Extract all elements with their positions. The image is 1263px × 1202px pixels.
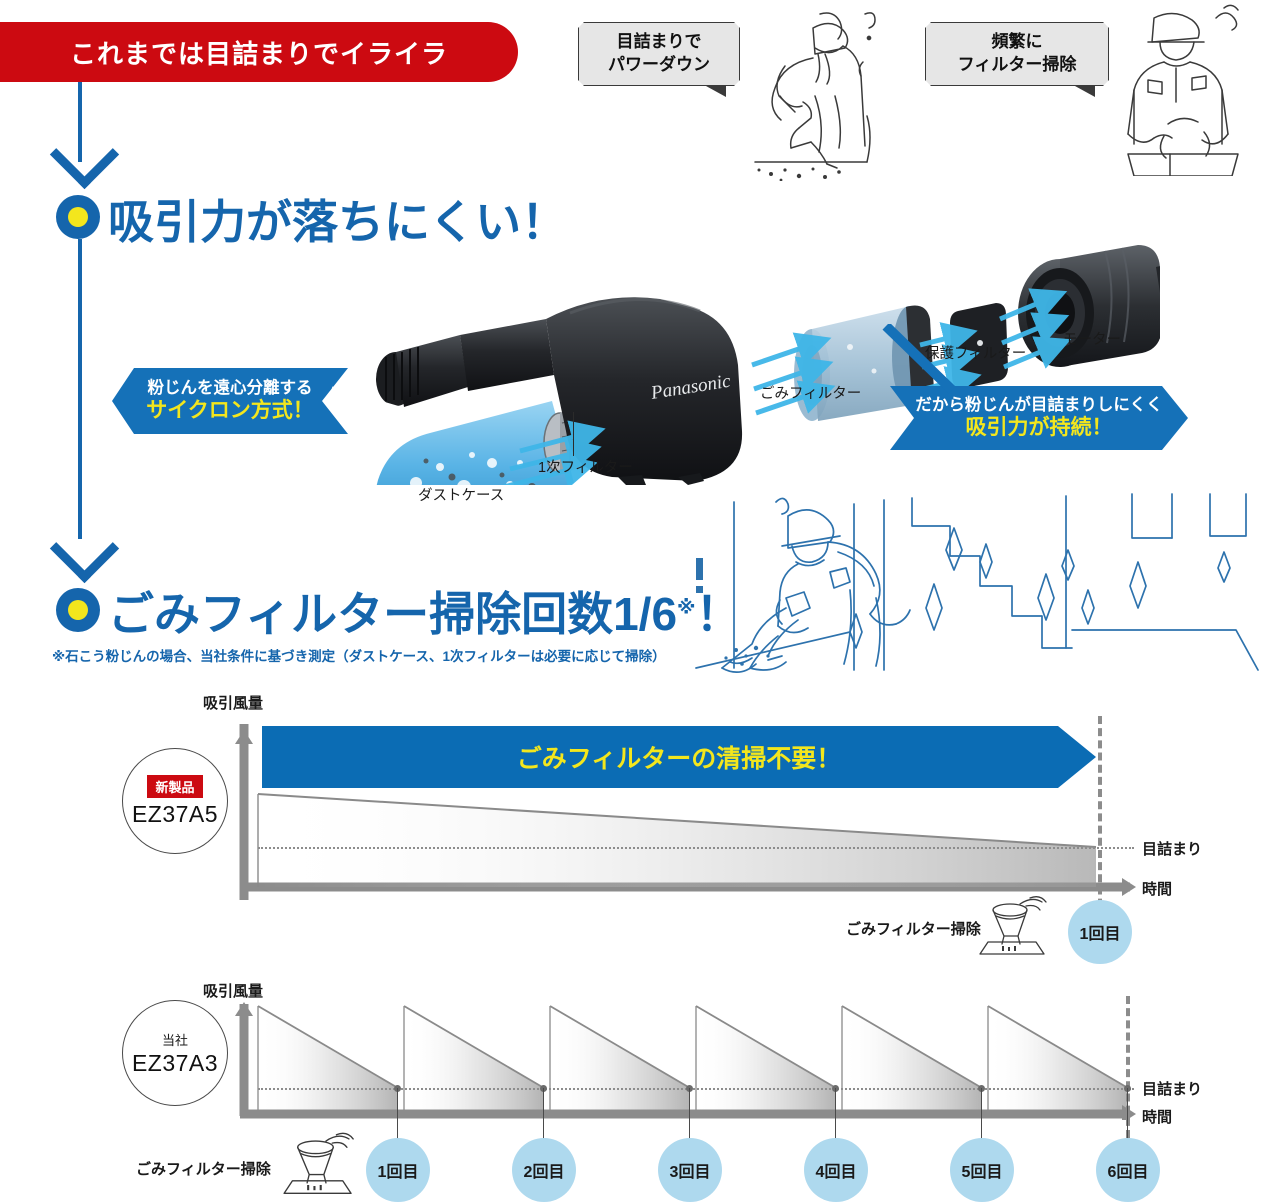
chart-1-banner: ごみフィルターの清掃不要！: [262, 726, 1096, 788]
chart-1-model-circle: 新製品 EZ37A5: [122, 748, 228, 854]
chart-1-xlabel: 時間: [1142, 881, 1173, 898]
filter-cleaning-icon-1: [979, 896, 1047, 955]
problem-bubble-2-line2: フィルター掃除: [957, 55, 1077, 74]
connector-line-2: [78, 239, 82, 539]
chart-2-stem-4: [835, 1088, 837, 1146]
chart-1-event-line: [1098, 716, 1102, 931]
filter-cleaning-icon-2: [283, 1132, 354, 1195]
benefit-heading-2-sup: ※: [677, 597, 696, 619]
chart-2-count-badge-5: 5回目: [950, 1138, 1014, 1202]
chart-1-plot: [257, 793, 1097, 887]
problem-bubble-2-box: 頻繁に フィルター掃除: [925, 22, 1109, 86]
cyclone-callout: 粉じんを遠心分離する サイクロン方式！: [112, 368, 348, 434]
airflow-arrows-icon: [503, 288, 1072, 485]
suction-callout-line2: 吸引力が持続！: [965, 416, 1113, 440]
chart-2-count-badge-6: 6回目: [1096, 1138, 1160, 1202]
suction-callout-line1: だから粉じんが目詰まりしにくく: [915, 395, 1163, 414]
chart-1-clean-caption: ごみフィルター掃除: [846, 921, 981, 938]
chart-1-count-badge-1: 1回目: [1068, 900, 1132, 964]
bullet-ring-icon-2: [56, 588, 100, 632]
chart-2-count-badge-2: 2回目: [512, 1138, 576, 1202]
problem-bubble-1-line2: パワーダウン: [608, 55, 710, 74]
benefit-heading-2-text: ごみフィルター掃除回数1/6: [108, 588, 678, 640]
problem-bubble-2: 頻繁に フィルター掃除: [925, 22, 1109, 97]
chart-2-stem-1: [397, 1088, 399, 1146]
chart-2-stem-3: [689, 1088, 691, 1146]
stairs-cleaning-illustration: [695, 493, 1259, 673]
problem-bubble-1-box: 目詰まりで パワーダウン: [578, 22, 740, 86]
chart-2-xlabel: 時間: [1142, 1109, 1173, 1126]
chart-2-clean-caption: ごみフィルター掃除: [136, 1161, 271, 1178]
chart-1-threshold-line: [258, 847, 1134, 849]
chart-2-count-badge-3: 3回目: [658, 1138, 722, 1202]
part-label-dust-case: ダストケース: [418, 488, 505, 504]
chart-2-count-badge-4: 4回目: [804, 1138, 868, 1202]
benefit-heading-2: ごみフィルター掃除回数1/6※！: [108, 578, 742, 644]
chart-2-threshold-line: [258, 1088, 1134, 1090]
problem-bubble-1-line1: 目詰まりで: [616, 32, 702, 52]
chart-1-model-name: EZ37A5: [131, 800, 219, 827]
problem-banner-text: これまでは目詰まりでイライラ: [69, 38, 448, 69]
connector-line-1: [78, 82, 82, 162]
chart-2-count-badge-1: 1回目: [366, 1138, 430, 1202]
benefit-footnote: ※石こう粉じんの場合、当社条件に基づき測定（ダストケース、1次フィルターは必要に…: [52, 649, 666, 664]
part-label-dust-filter: ごみフィルター: [760, 386, 862, 402]
chart-2-model-name: EZ37A3: [131, 1049, 219, 1076]
worker-vacuuming-icon: [754, 12, 876, 181]
suction-callout: だから粉じんが目詰まりしにくく 吸引力が持続！: [890, 386, 1188, 450]
suction-callout-leader: [882, 324, 956, 394]
chart-1-threshold-label: 目詰まり: [1142, 841, 1203, 858]
benefit-heading-1: 吸引力が落ちにくい！: [108, 196, 568, 248]
cyclone-callout-line1: 粉じんを遠心分離する: [147, 378, 313, 397]
chart-2-stem-6: [1127, 1088, 1129, 1146]
chart-2-stem-2: [543, 1088, 545, 1146]
part-label-motor: モーター: [1063, 332, 1121, 348]
nozzle-part: [376, 319, 554, 407]
chart-1-new-badge: 新製品: [147, 774, 203, 798]
chevron-down-icon-2: [49, 513, 120, 584]
problem-bubble-2-line1: 頻繁に: [991, 32, 1043, 52]
chart-1-ylabel: 吸引風量: [203, 695, 264, 712]
product-exploded-diagram: Panasonic: [376, 245, 1160, 485]
chart-2-company-label: 当社: [161, 1032, 188, 1048]
chart-2-threshold-label: 目詰まり: [1142, 1081, 1203, 1098]
problem-banner: これまでは目詰まりでイライラ: [0, 22, 518, 82]
problem-bubble-2-tail: [1075, 86, 1095, 97]
cyclone-callout-leader: [331, 386, 435, 422]
bullet-ring-icon-1: [56, 195, 100, 239]
part-label-primary-filter: 1次フィルター: [538, 460, 633, 476]
chevron-down-icon-1: [49, 119, 120, 190]
part-label-protective-filter: 保護フィルター: [925, 346, 1027, 362]
problem-bubble-1: 目詰まりで パワーダウン: [578, 22, 740, 97]
worker-cleaning-filter-icon: [1127, 4, 1239, 176]
chart-2-event-line: [1126, 996, 1130, 1138]
chart-2-plot: [235, 1002, 1136, 1120]
chart-2-ylabel: 吸引風量: [203, 983, 264, 1000]
problem-bubble-1-tail: [706, 86, 726, 97]
chart-2-stem-5: [981, 1088, 983, 1146]
part-leader-primary-filter: [573, 412, 575, 456]
chart-2-model-circle: 当社 EZ37A3: [122, 1000, 228, 1106]
chart-1-banner-text: ごみフィルターの清掃不要！: [516, 745, 842, 773]
cyclone-callout-line2: サイクロン方式！: [146, 399, 314, 423]
